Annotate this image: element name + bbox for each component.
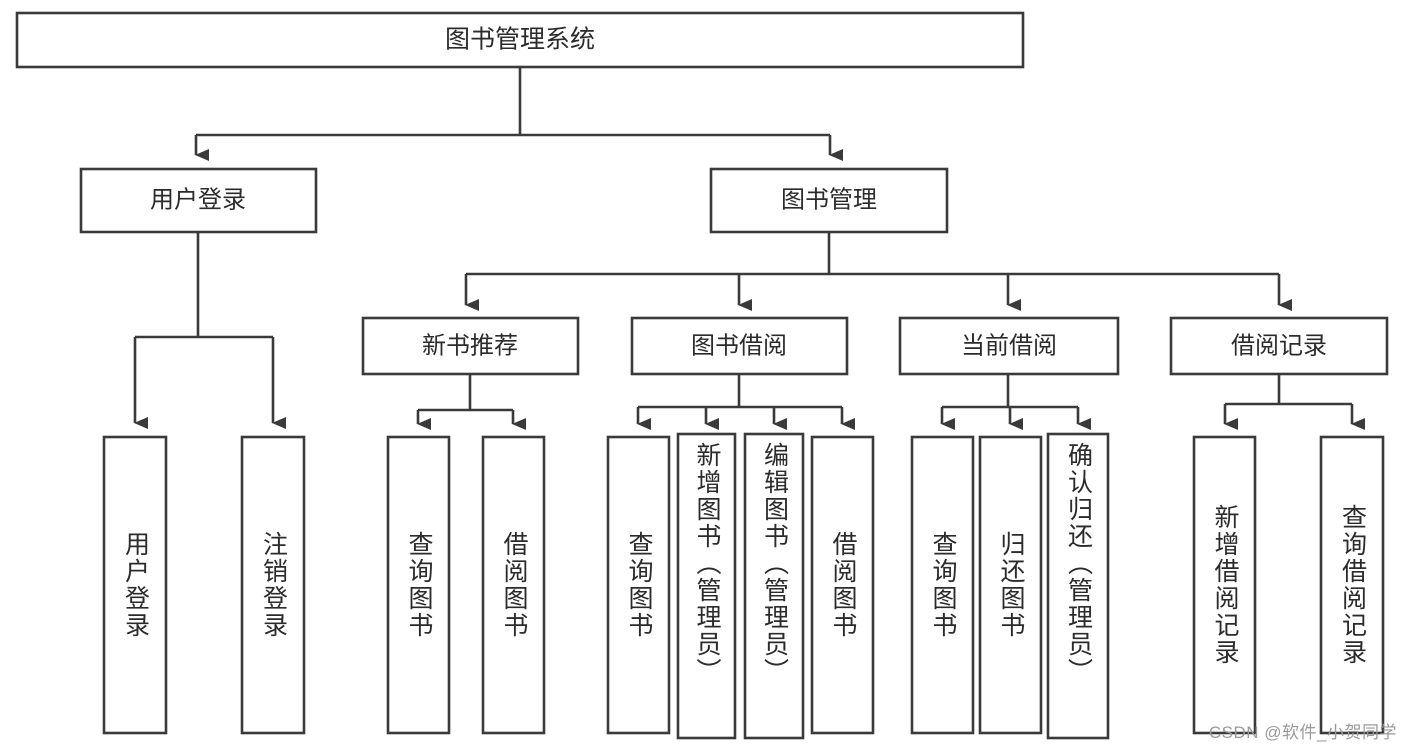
node-leaf-return-book[interactable] — [978, 435, 1043, 735]
node-current-borrow[interactable]: 当前借阅 — [898, 316, 1120, 376]
node-leaf-user-login[interactable] — [102, 435, 168, 735]
node-root-label: 图书管理系统 — [445, 26, 595, 54]
node-book-management[interactable]: 图书管理 — [709, 167, 949, 234]
csdn-watermark: CSDN @软件_小贺同学 — [1208, 723, 1397, 742]
node-borrow-record-label: 借阅记录 — [1231, 332, 1327, 359]
node-leaf-query-book-1[interactable] — [386, 435, 451, 735]
node-new-book-recommend-label: 新书推荐 — [422, 332, 518, 359]
node-leaf-query-book-2[interactable] — [606, 435, 671, 735]
node-book-borrow[interactable]: 图书借阅 — [630, 316, 849, 376]
node-leaf-borrow-book-1[interactable] — [481, 435, 546, 735]
node-leaf-user-logout[interactable] — [240, 435, 306, 735]
node-leaf-add-record[interactable] — [1192, 435, 1257, 735]
node-current-borrow-label: 当前借阅 — [961, 332, 1057, 359]
node-root[interactable]: 图书管理系统 — [15, 11, 1025, 69]
node-leaf-query-record[interactable] — [1319, 435, 1385, 735]
node-leaf-query-book-3[interactable] — [910, 435, 975, 735]
node-leaf-add-book[interactable] — [676, 432, 737, 740]
node-user-login[interactable]: 用户登录 — [79, 167, 318, 234]
node-leaf-borrow-book-2[interactable] — [810, 435, 875, 735]
node-new-book-recommend[interactable]: 新书推荐 — [361, 316, 580, 376]
node-borrow-record[interactable]: 借阅记录 — [1169, 316, 1389, 376]
connector-layer — [133, 67, 1365, 430]
node-user-login-label: 用户登录 — [150, 186, 246, 213]
node-book-management-label: 图书管理 — [781, 186, 877, 213]
node-book-borrow-label: 图书借阅 — [691, 332, 787, 359]
node-layer: 图书管理系统 用户登录 图书管理 新书推荐 图书借阅 — [15, 11, 1389, 740]
node-leaf-confirm-return[interactable] — [1046, 432, 1110, 740]
node-leaf-edit-book[interactable] — [743, 432, 805, 740]
